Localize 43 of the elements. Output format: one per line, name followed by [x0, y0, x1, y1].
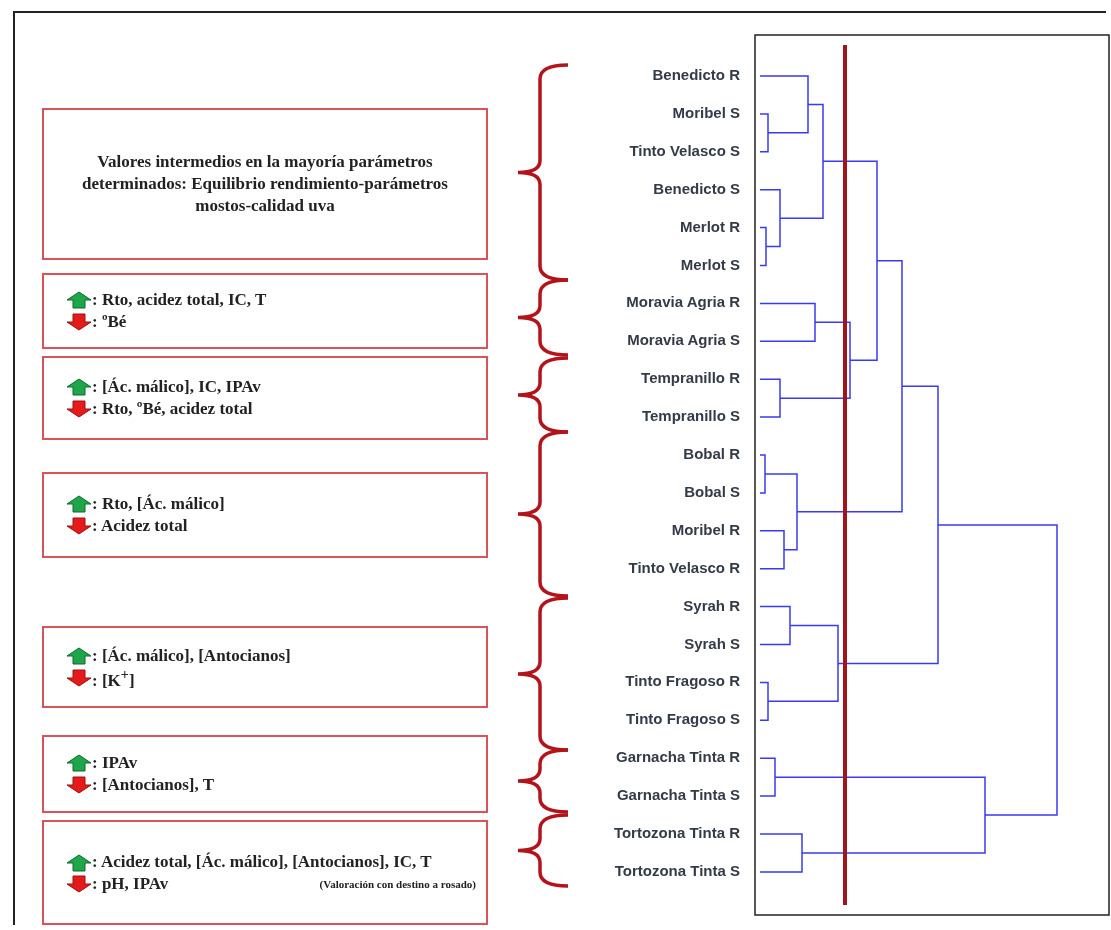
- text-box: [42, 108, 488, 260]
- increase-text: : [Ác. málico], [Antocianos]: [92, 646, 291, 666]
- sample-label: Moravia Agria S: [627, 331, 740, 349]
- decrease-text: : ºBé: [92, 312, 127, 332]
- decrease-text: : pH, IPAv: [92, 873, 169, 894]
- summary-text: Valores intermedios en la mayoría parámetros determinados: Equilibrio rendimiento-parámetros mostos-calidad uva: [81, 151, 449, 217]
- decrease-text: : [K$^{+}$]: [92, 665, 135, 691]
- sample-label: Tinto Fragoso R: [625, 672, 740, 690]
- sample-label: Benedicto S: [653, 179, 740, 197]
- increase-text: : IPAv: [92, 753, 138, 773]
- sample-label: Garnacha Tinta R: [616, 748, 740, 766]
- increase-text: : Acidez total, [Ác. málico], [Antocianos], IC, T: [92, 851, 432, 871]
- sample-label: Tempranillo R: [641, 369, 740, 387]
- sample-label: Tortozona Tinta S: [614, 861, 740, 879]
- sample-label: Bobal S: [684, 482, 740, 500]
- sample-label: Moribel R: [671, 520, 740, 538]
- text-box: [42, 472, 488, 558]
- sample-label: Tinto Velasco R: [628, 558, 740, 576]
- decrease-text: : [Antocianos], T: [92, 775, 214, 795]
- sample-label: Tinto Fragoso S: [626, 710, 740, 728]
- sample-label: Moribel S: [672, 103, 740, 121]
- note-text: (Valoración con destino a rosado): [319, 877, 476, 890]
- decrease-text: : Rto, ºBé, acidez total: [92, 399, 253, 419]
- increase-text: : Rto, acidez total, IC, T: [92, 290, 267, 310]
- sample-label: Tortozona Tinta R: [613, 824, 740, 841]
- sample-label: Tempranillo S: [641, 407, 740, 425]
- sample-label: Merlot S: [680, 255, 740, 273]
- sample-label: Bobal R: [683, 445, 740, 462]
- sample-label: Moravia Agria R: [626, 293, 740, 311]
- text-box: [42, 820, 488, 925]
- increase-text: : [Ác. málico], IC, IPAv: [92, 377, 261, 397]
- sample-label: Syrah R: [683, 596, 740, 614]
- sample-label: Tinto Velasco S: [629, 141, 740, 159]
- text-box: [42, 273, 488, 349]
- text-box: [42, 626, 488, 708]
- decrease-text: : Acidez total: [92, 516, 188, 536]
- sample-label: Garnacha Tinta S: [616, 786, 740, 804]
- sample-label: Syrah S: [684, 634, 740, 652]
- text-box: [42, 356, 488, 440]
- increase-text: : Rto, [Ác. málico]: [92, 494, 225, 514]
- sample-label: Benedicto R: [652, 66, 740, 83]
- text-box: [42, 735, 488, 813]
- sample-label: Merlot R: [680, 217, 740, 235]
